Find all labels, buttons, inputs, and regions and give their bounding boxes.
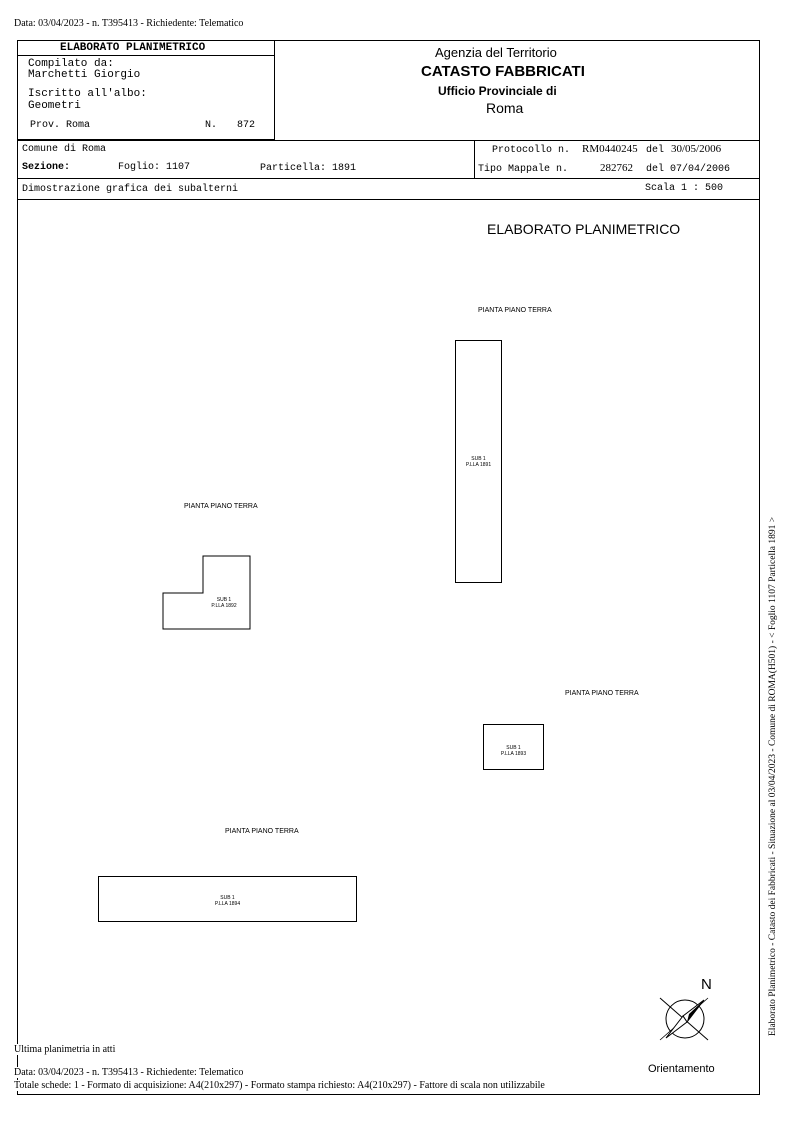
footer-totale: Totale schede: 1 - Formato di acquisizio…: [14, 1080, 547, 1091]
compilato-label: Compilato da:: [28, 58, 114, 70]
comune-label: Comune di Roma: [22, 144, 107, 155]
foglio-value: Foglio: 1107: [118, 162, 191, 173]
unit-3-outline: [483, 724, 544, 770]
compilato-name: Marchetti Giorgio: [28, 69, 141, 81]
unit-2-label: SUB 1 P.LLA 1892: [200, 597, 248, 609]
orientamento-label: Orientamento: [648, 1063, 715, 1075]
compiler-box: [17, 40, 275, 140]
tipo-value: 282762: [600, 162, 633, 174]
header-title: ELABORATO PLANIMETRICO: [60, 42, 206, 54]
title-divider: [17, 55, 275, 56]
unit-1-label: SUB 1 P.LLA 1891: [455, 456, 502, 468]
unit-4-plla: P.LLA 1894: [214, 901, 241, 907]
unit-2-outline: [162, 555, 251, 630]
del2-value: del 07/04/2006: [646, 164, 731, 175]
unit-3-plla: P.LLA 1893: [500, 751, 527, 757]
n-value: 872: [237, 120, 256, 131]
drawing-title: ELABORATO PLANIMETRICO: [487, 221, 681, 237]
info-mid-line: [17, 178, 760, 179]
n-label: N.: [205, 120, 218, 131]
protocollo-label: Protocollo n.: [492, 145, 571, 156]
scala-value: Scala 1 : 500: [645, 183, 724, 194]
drawing-frame: [17, 199, 760, 1095]
particella-value: Particella: 1891: [260, 163, 357, 174]
top-stamp: Data: 03/04/2023 - n. T395413 - Richiede…: [14, 18, 244, 29]
ufficio-label: Ufficio Provinciale di: [438, 84, 557, 98]
unit-2-plla: P.LLA 1892: [211, 603, 237, 609]
unit-1-sub: SUB 1: [471, 456, 486, 462]
albo-value: Geometri: [28, 100, 81, 112]
tipo-label: Tipo Mappale n.: [478, 164, 569, 175]
unit-4-sub: SUB 1: [220, 895, 235, 901]
dimostrazione-label: Dimostrazione grafica dei subalterni: [22, 184, 239, 195]
north-letter: N: [701, 976, 712, 993]
agency-name: Agenzia del Territorio: [435, 45, 557, 60]
protocollo-value: RM0440245: [582, 143, 638, 155]
unit-2-heading: PIANTA PIANO TERRA: [184, 503, 258, 510]
unit-3-sub: SUB 1: [506, 745, 521, 751]
info-top-line: [17, 140, 760, 141]
unit-1-outline: [455, 340, 502, 583]
unit-4-label: SUB 1 P.LLA 1894: [98, 895, 357, 907]
city-name: Roma: [486, 100, 524, 116]
prov-label: Prov. Roma: [30, 120, 91, 131]
del1-label: del: [646, 145, 665, 156]
unit-3-heading: PIANTA PIANO TERRA: [565, 690, 639, 697]
unit-4-heading: PIANTA PIANO TERRA: [225, 828, 299, 835]
info-divider: [474, 140, 475, 178]
unit-4-outline: [98, 876, 357, 922]
catasto-title: CATASTO FABBRICATI: [421, 63, 585, 80]
footer-stamp: Data: 03/04/2023 - n. T395413 - Richiede…: [14, 1067, 246, 1078]
del1-value: 30/05/2006: [671, 143, 722, 155]
compass-icon: [659, 997, 709, 1041]
sezione-label: Sezione:: [22, 162, 71, 173]
unit-2-sub: SUB 1: [216, 597, 232, 603]
side-caption: Elaborato Planimetrico - Catasto dei Fab…: [768, 516, 778, 1036]
ultima-planimetria: Ultima planimetria in atti: [14, 1044, 118, 1055]
unit-1-heading: PIANTA PIANO TERRA: [478, 307, 552, 314]
iscritto-label: Iscritto all'albo:: [28, 88, 147, 100]
unit-3-label: SUB 1 P.LLA 1893: [483, 745, 544, 757]
unit-1-plla: P.LLA 1891: [465, 462, 492, 468]
